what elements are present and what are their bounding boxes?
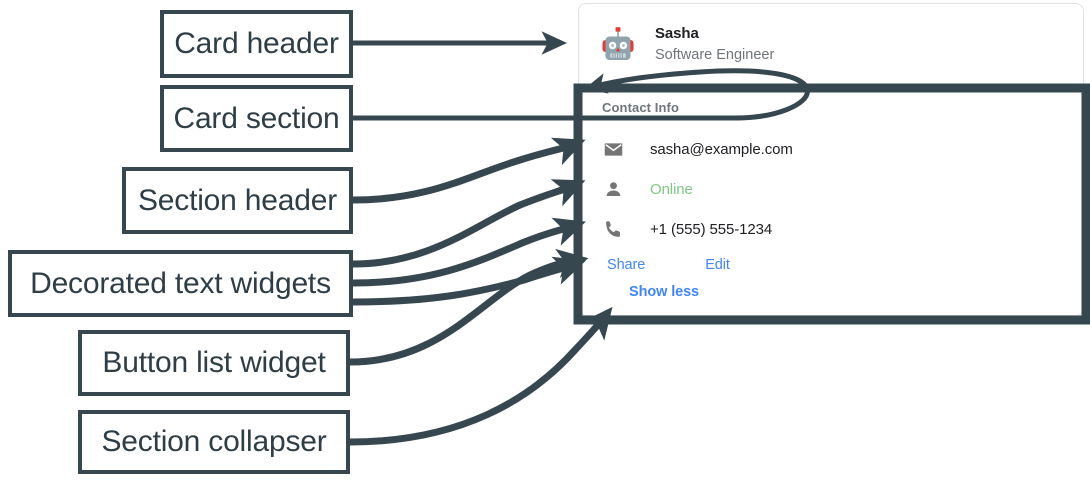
card-header: Sasha Software Engineer (579, 4, 1083, 86)
robot-avatar-icon (597, 24, 639, 66)
edit-button[interactable]: Edit (705, 257, 730, 273)
annotation-label-text: Decorated text widgets (30, 266, 331, 300)
person-icon (602, 178, 624, 200)
email-icon (602, 138, 624, 160)
connector-decorated-text-2 (352, 217, 586, 287)
decorated-text-widget-phone: +1 (555) 555-1234 (597, 209, 1067, 249)
decorated-text-value: Online (650, 180, 693, 198)
connector-section-header (352, 137, 586, 204)
annotation-label-text: Card header (174, 27, 339, 60)
contact-card: Sasha Software Engineer Contact Info sas… (578, 3, 1084, 316)
annotation-label-decorated-text-widgets: Decorated text widgets (8, 250, 353, 317)
connector-section-collapser (349, 306, 613, 446)
card-header-text: Sasha Software Engineer (655, 23, 774, 67)
decorated-text-value: +1 (555) 555-1234 (650, 220, 773, 238)
card-header-subtitle: Software Engineer (655, 47, 775, 63)
annotation-label-card-header: Card header (160, 10, 353, 78)
section-collapser: Show less (629, 283, 1067, 301)
button-list-widget: Share Edit (599, 253, 1067, 277)
decorated-text-value: sasha@example.com (650, 140, 793, 158)
decorated-text-widget-status: Online (597, 169, 1067, 209)
section-header: Contact Info (602, 100, 680, 115)
annotation-label-text: Card section (173, 101, 340, 135)
annotation-label-text: Button list widget (102, 346, 326, 379)
decorated-text-widget-email: sasha@example.com (597, 129, 1067, 169)
annotation-label-section-header: Section header (122, 167, 353, 234)
share-button[interactable]: Share (607, 257, 646, 273)
annotation-label-button-list-widget: Button list widget (78, 330, 350, 396)
connector-decorated-text-1 (352, 179, 586, 268)
card-section: Contact Info sasha@example.com Online (579, 86, 1083, 315)
show-less-button[interactable]: Show less (629, 284, 700, 300)
card-header-title: Sasha (655, 25, 699, 43)
annotation-label-text: Section header (137, 183, 337, 217)
connector-button-list (349, 248, 589, 366)
connector-decorated-text-3 (352, 256, 586, 306)
annotation-label-section-collapser: Section collapser (78, 410, 350, 474)
phone-icon (602, 218, 624, 240)
annotation-label-card-section: Card section (160, 85, 353, 152)
annotation-label-text: Section collapser (101, 425, 327, 458)
